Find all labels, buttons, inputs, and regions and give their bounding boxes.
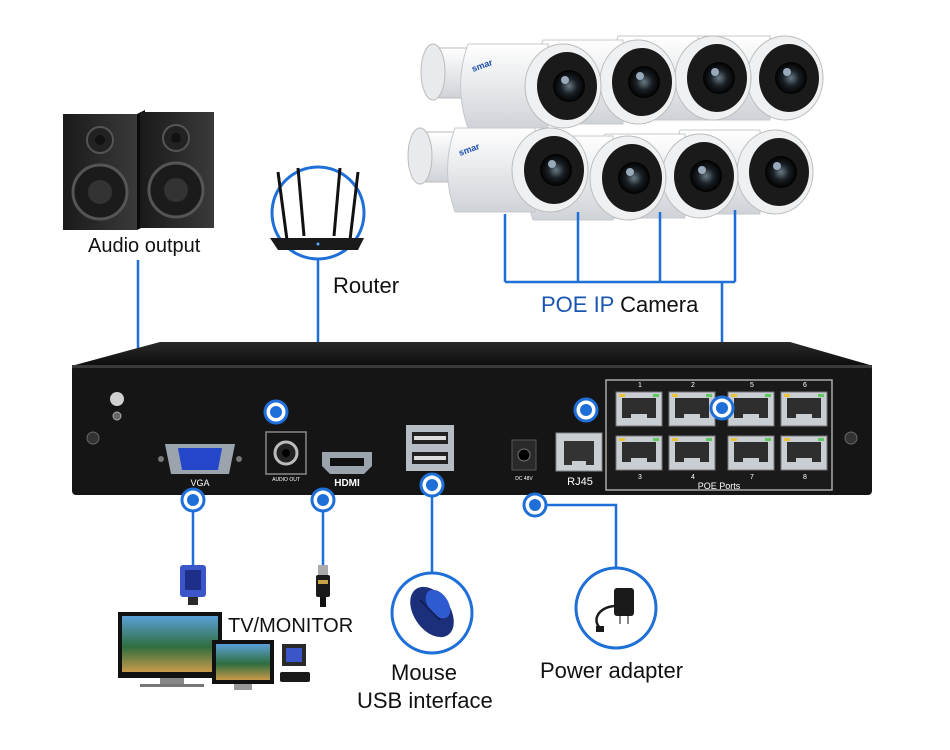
speakers-icon [63, 110, 214, 230]
poe-rj45-port [780, 391, 828, 427]
vga-label: VGA [190, 478, 209, 488]
port-number-1: 1 [638, 382, 642, 389]
audio-out-port [265, 431, 307, 475]
poe-rj45-port [668, 391, 716, 427]
connector-dots [180, 395, 735, 518]
port-number-7: 7 [750, 474, 754, 481]
rj45-label: RJ45 [567, 476, 593, 488]
poe-connector-dot [709, 395, 735, 421]
port-number-8: 8 [803, 474, 807, 481]
poe-rj45-port [727, 435, 775, 471]
usb-interface-label: USB interface [357, 688, 493, 713]
rj45-port [555, 432, 603, 472]
port-number-6: 6 [803, 382, 807, 389]
poe-rj45-port [727, 391, 775, 427]
router-connector-dot [573, 397, 599, 423]
mouse-label: Mouse [391, 660, 458, 685]
nvr-recorder: VGA AUDIO OUT HDMI DC 48V [72, 342, 872, 495]
poe-ports [605, 379, 833, 491]
audio-output-label: Audio output [88, 235, 201, 257]
power-connector-dot [522, 492, 548, 518]
audio-connector-dot [263, 399, 289, 425]
hdmi-label: HDMI [334, 478, 360, 489]
vga-port [158, 444, 242, 474]
hdmi-port [322, 452, 372, 474]
dc-label: DC 48V [515, 476, 533, 482]
vga-cable-icon [180, 565, 206, 605]
power-adapter-icon [574, 566, 658, 650]
power-adapter-label: Power adapter [540, 658, 684, 683]
port-number-3: 3 [638, 474, 642, 481]
vga-connector-dot [180, 487, 206, 513]
poe-ip-text: POE IP [541, 292, 614, 317]
tv-monitor-icon [118, 612, 310, 690]
port-number-5: 5 [750, 382, 754, 389]
router-label: Router [333, 273, 400, 298]
poe-ports-label: POE Ports [698, 481, 741, 491]
hdmi-cable-icon [316, 565, 330, 607]
camera-icon: smar [407, 127, 589, 213]
audio-out-label: AUDIO OUT [272, 477, 300, 483]
camera-text: Camera [620, 292, 699, 317]
poe-rj45-port [668, 435, 716, 471]
poe-ip-camera-label: POE IP Camera [541, 292, 698, 318]
usb-connector-dot [419, 472, 445, 498]
poe-rj45-port [780, 435, 828, 471]
poe-rj45-port [615, 391, 663, 427]
usb-ports [406, 425, 454, 471]
poe-rj45-port [615, 435, 663, 471]
port-number-2: 2 [691, 382, 695, 389]
dc-power-port [511, 439, 537, 471]
router-icon [270, 165, 366, 261]
camera-icon [535, 39, 677, 125]
mouse-icon [390, 571, 474, 655]
camera-icon: smar [420, 43, 602, 129]
tv-monitor-label: TV/MONITOR [228, 615, 354, 637]
hdmi-connector-dot [310, 487, 336, 513]
port-number-4: 4 [691, 474, 695, 481]
